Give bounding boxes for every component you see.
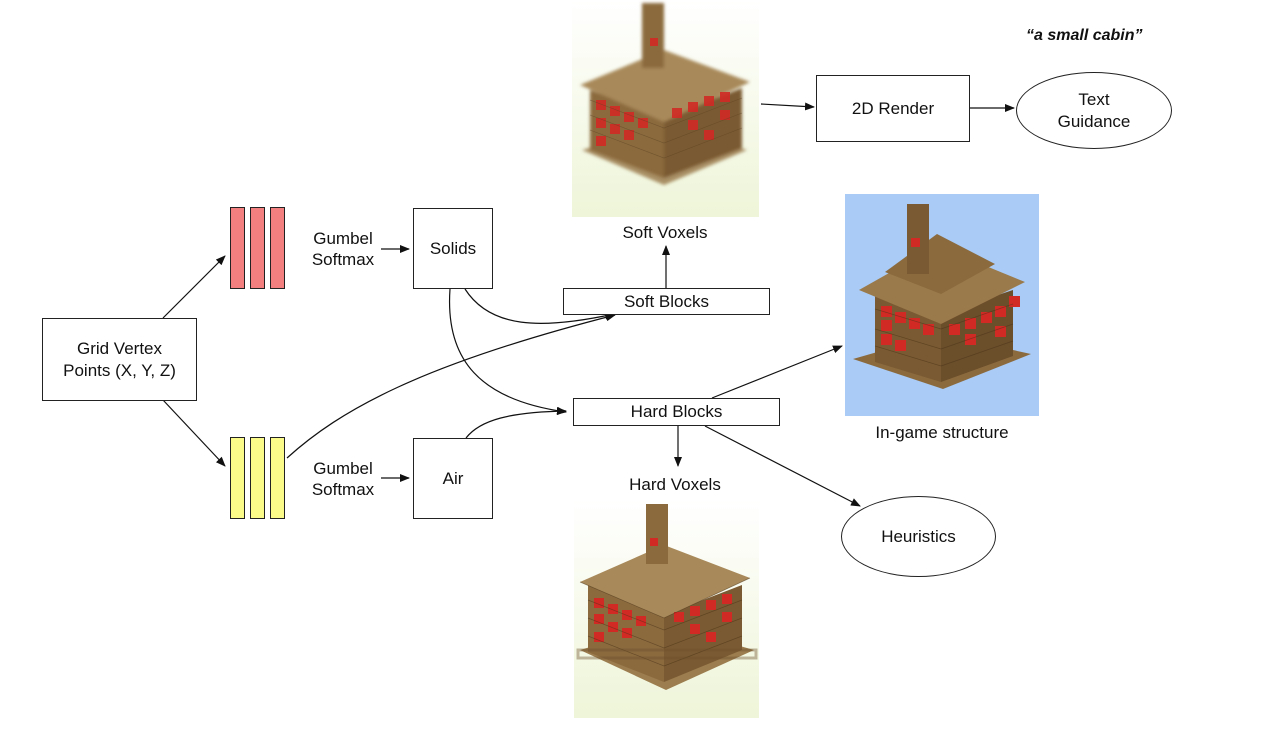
edge-solids-to-hard-blocks [448, 288, 567, 415]
solids-box: Solids [413, 208, 493, 289]
hard-voxels-image [574, 500, 759, 718]
grid-vertex-points-box: Grid Vertex Points (X, Y, Z) [42, 318, 197, 401]
hard-voxels-caption: Hard Voxels [629, 475, 721, 494]
solid-bar-1 [230, 207, 245, 289]
in-game-structure-caption: In-game structure [875, 423, 1009, 442]
soft-voxels-image [572, 0, 759, 217]
edge-yellow-bars-to-soft-blocks [286, 313, 616, 459]
solid-bar-2 [250, 207, 265, 289]
soft-blocks-box: Soft Blocks [563, 288, 770, 315]
air-bar-3 [270, 437, 285, 519]
edge-grid-to-red-bars [162, 255, 226, 319]
heuristics-ellipse: Heuristics [841, 496, 996, 577]
edge-grid-to-yellow-bars [162, 399, 226, 467]
hard-blocks-box: Hard Blocks [573, 398, 780, 426]
prompt-text: “a small cabin” [1026, 27, 1143, 44]
gumbel-softmax-top-label: Gumbel Softmax [311, 229, 375, 270]
solid-bar-3 [270, 207, 285, 289]
air-box: Air [413, 438, 493, 519]
air-bar-1 [230, 437, 245, 519]
gumbel-softmax-bottom-label: Gumbel Softmax [311, 459, 375, 500]
text-guidance-ellipse: Text Guidance [1016, 72, 1172, 149]
air-bar-2 [250, 437, 265, 519]
in-game-structure-image [845, 194, 1039, 416]
edge-solids-to-soft-blocks [464, 288, 615, 324]
edge-soft-voxels-to-2d-render [760, 102, 815, 111]
edge-air-to-hard-blocks [465, 407, 567, 439]
edge-hard-blocks-to-heuristics [704, 425, 861, 507]
2d-render-box: 2D Render [816, 75, 970, 142]
edge-hard-blocks-to-in-game [711, 345, 843, 399]
soft-voxels-caption: Soft Voxels [622, 223, 708, 242]
